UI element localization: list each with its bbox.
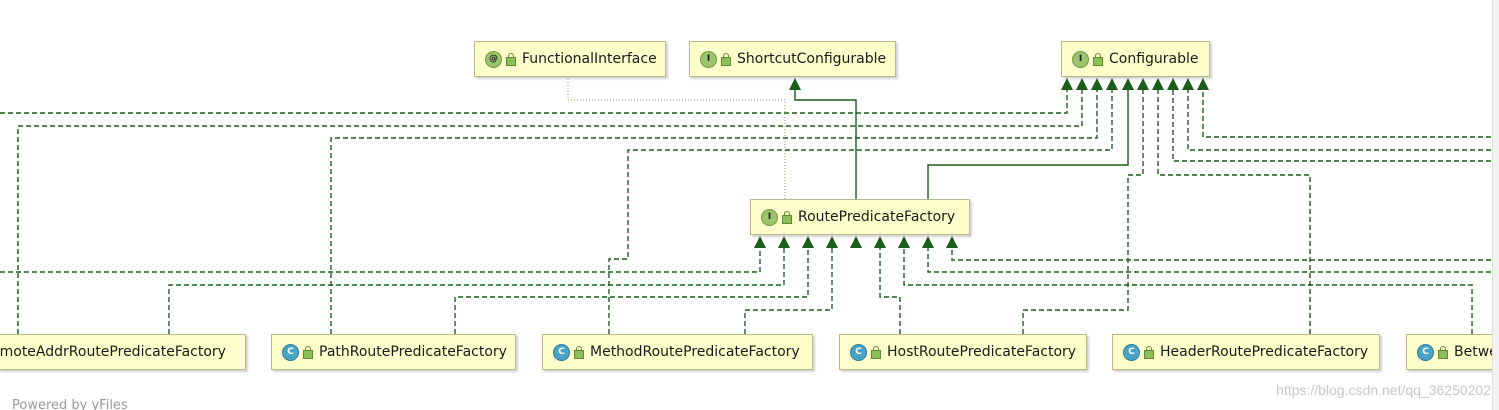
arrowhead-configurable-2 xyxy=(1091,78,1103,90)
impl-edge-cfg-5 xyxy=(1157,89,1311,334)
route-predicate-factory-node[interactable]: I RoutePredicateFactory xyxy=(750,199,970,235)
interface-icon: I xyxy=(700,50,717,68)
annotation-icon: @ xyxy=(485,50,502,68)
class-icon: C xyxy=(1123,343,1140,361)
impl-edge-cfg-4 xyxy=(1022,89,1144,334)
public-lock-icon xyxy=(506,52,516,66)
impl-edge-cfg-0 xyxy=(0,89,1068,114)
arrowhead-rpf-7 xyxy=(922,236,934,248)
method-route-predicate-factory-node[interactable]: C MethodRoutePredicateFactory xyxy=(542,334,813,370)
node-label: emoteAddrRoutePredicateFactory xyxy=(0,344,226,360)
impl-edge-rpf-7 xyxy=(951,248,1499,261)
public-lock-icon xyxy=(1438,345,1448,359)
node-label: Betwe xyxy=(1454,344,1498,360)
impl-edge-cfg-6 xyxy=(1172,89,1499,162)
impl-edge-cfg-2 xyxy=(330,89,1098,334)
path-route-predicate-factory-node[interactable]: C PathRoutePredicateFactory xyxy=(271,334,516,370)
arrowhead-rpf-0 xyxy=(754,236,766,248)
shortcut-configurable-node[interactable]: I ShortcutConfigurable xyxy=(689,41,896,77)
node-label: HostRoutePredicateFactory xyxy=(887,344,1077,360)
node-label: HeaderRoutePredicateFactory xyxy=(1160,344,1369,360)
watermark-url: https://blog.csdn.net/qq_36250202 xyxy=(1276,382,1491,398)
arrowhead-configurable-9 xyxy=(1197,78,1209,90)
extends-edge-configurable xyxy=(927,89,1129,199)
impl-edge-rpf-5 xyxy=(903,248,1473,334)
impl-edge-cfg-7 xyxy=(1187,89,1499,151)
public-lock-icon xyxy=(574,345,584,359)
functional-interface-node[interactable]: @ FunctionalInterface xyxy=(474,41,666,77)
public-lock-icon xyxy=(1144,345,1154,359)
arrowhead-rpf-3 xyxy=(826,236,838,248)
class-icon: C xyxy=(553,343,570,361)
class-icon: C xyxy=(282,343,299,361)
configurable-node[interactable]: I Configurable xyxy=(1061,41,1210,77)
arrowhead-rpf-4 xyxy=(850,236,862,248)
powered-by-footer: Powered by yFiles xyxy=(12,398,128,410)
remote-addr-route-predicate-factory-node[interactable]: emoteAddrRoutePredicateFactory xyxy=(0,334,246,370)
node-label: FunctionalInterface xyxy=(522,51,657,67)
impl-edge-rpf-1 xyxy=(168,248,785,334)
impl-edge-cfg-3 xyxy=(608,89,1113,334)
impl-edge-rpf-0 xyxy=(0,248,761,273)
impl-edge-rpf-3 xyxy=(744,248,833,334)
impl-edge-rpf-2 xyxy=(454,248,809,334)
arrowhead-configurable-0 xyxy=(1061,78,1073,90)
arrowhead-rpf-6 xyxy=(898,236,910,248)
arrowhead-rpf-2 xyxy=(802,236,814,248)
interface-icon: I xyxy=(761,208,778,226)
public-lock-icon xyxy=(721,52,731,66)
extends-edge-shortcut xyxy=(794,89,857,199)
node-label: RoutePredicateFactory xyxy=(798,209,956,225)
scrollbar-track[interactable] xyxy=(1492,0,1499,410)
arrowhead-configurable-5 xyxy=(1137,78,1149,90)
annotation-edge xyxy=(567,77,786,199)
public-lock-icon xyxy=(871,345,881,359)
arrowhead-rpf-5 xyxy=(874,236,886,248)
arrowhead-configurable-6 xyxy=(1152,78,1164,90)
between-route-predicate-factory-node[interactable]: C Betwe xyxy=(1406,334,1499,370)
arrowhead-configurable-4 xyxy=(1122,78,1134,90)
arrowhead-shortcut xyxy=(789,78,801,90)
arrowhead-configurable-7 xyxy=(1167,78,1179,90)
impl-edge-rpf-6 xyxy=(927,248,1499,273)
header-route-predicate-factory-node[interactable]: C HeaderRoutePredicateFactory xyxy=(1112,334,1380,370)
arrowhead-configurable-1 xyxy=(1076,78,1088,90)
class-icon: C xyxy=(850,343,867,361)
node-label: Configurable xyxy=(1109,51,1199,67)
public-lock-icon xyxy=(1093,52,1103,66)
impl-edge-cfg-8 xyxy=(1202,89,1499,138)
node-label: PathRoutePredicateFactory xyxy=(319,344,507,360)
arrowhead-rpf-1 xyxy=(778,236,790,248)
public-lock-icon xyxy=(782,210,792,224)
public-lock-icon xyxy=(303,345,313,359)
node-label: ShortcutConfigurable xyxy=(737,51,887,67)
arrowhead-rpf-8 xyxy=(946,236,958,248)
host-route-predicate-factory-node[interactable]: C HostRoutePredicateFactory xyxy=(839,334,1087,370)
class-icon: C xyxy=(1417,343,1434,361)
arrowhead-configurable-8 xyxy=(1182,78,1194,90)
impl-edge-rpf-4 xyxy=(879,248,901,334)
node-label: MethodRoutePredicateFactory xyxy=(590,344,800,360)
impl-edge-cfg-1 xyxy=(17,89,1083,334)
interface-icon: I xyxy=(1072,50,1089,68)
arrowhead-configurable-3 xyxy=(1106,78,1118,90)
